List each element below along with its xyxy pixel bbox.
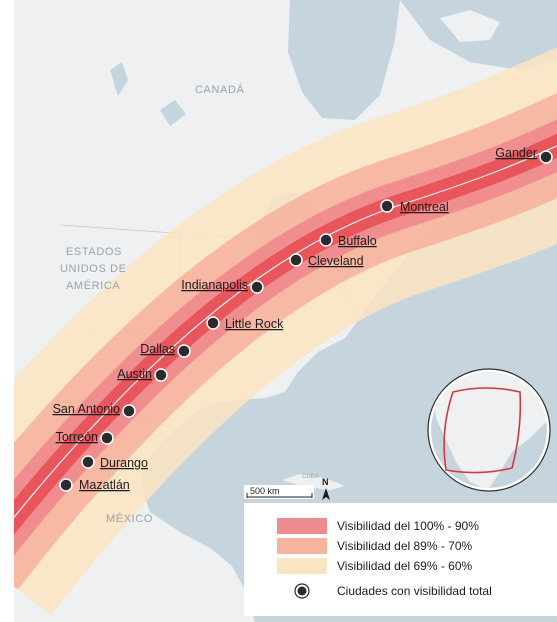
globe-land: [431, 372, 547, 488]
city-label-durango: Durango: [100, 456, 148, 470]
city-indianapolis: Indianapolis: [181, 278, 264, 294]
compass-label: N: [322, 477, 329, 487]
label-mexico: MÉXICO: [106, 512, 153, 525]
legend-swatch-100-90: [277, 518, 327, 534]
center-line: [14, 145, 557, 519]
city-marker: [81, 455, 95, 469]
legend-city-dot-inner: [297, 586, 307, 596]
city-austin: Austin: [117, 367, 168, 382]
city-label-buffalo: Buffalo: [338, 234, 377, 248]
city-marker: [177, 344, 191, 358]
city-marker: [289, 253, 303, 267]
city-marker: [122, 404, 136, 418]
legend-label-89-70: Visibilidad del 89% - 70%: [337, 539, 473, 553]
city-montreal: Montreal: [380, 199, 449, 214]
city-marker: [100, 431, 114, 445]
city-gander: Gander: [495, 146, 553, 164]
city-marker: [250, 280, 264, 294]
city-label-gander: Gander: [495, 146, 537, 160]
city-label-san-antonio: San Antonio: [53, 402, 120, 416]
globe-highlight-area: [443, 387, 522, 474]
northern-islands: [440, 10, 500, 42]
city-label-montreal: Montreal: [400, 200, 449, 214]
city-label-cleveland: Cleveland: [308, 254, 364, 268]
cuba-island: [282, 474, 345, 490]
city-label-dallas: Dallas: [140, 342, 175, 356]
city-torreon: Torreón: [56, 430, 114, 445]
scale-label: 500 km: [250, 486, 280, 496]
city-marker: [206, 316, 220, 330]
legend: Visibilidad del 100% - 90% Visibilidad d…: [244, 503, 557, 616]
city-marker: [59, 478, 73, 492]
legend-label-cities: Ciudades con visibilidad total: [337, 584, 492, 598]
city-san-antonio: San Antonio: [53, 402, 136, 418]
city-label-indianapolis: Indianapolis: [181, 278, 248, 292]
city-label-little-rock: Little Rock: [225, 317, 284, 331]
label-usa-line2: UNIDOS DE: [60, 263, 127, 275]
legend-swatch-89-70: [277, 538, 327, 554]
scale-bar: 500 km: [244, 485, 314, 499]
label-usa-line1: ESTADOS: [66, 246, 122, 258]
city-dallas: Dallas: [140, 342, 191, 358]
city-marker: [380, 199, 394, 213]
locator-globe: [427, 368, 551, 492]
city-durango: Durango: [81, 455, 148, 470]
city-marker: [539, 150, 553, 164]
eclipse-path: [14, 47, 557, 616]
label-usa-line3: AMÉRICA: [66, 279, 120, 292]
city-label-austin: Austin: [117, 367, 152, 381]
city-cleveland: Cleveland: [289, 253, 364, 268]
compass-arrow-icon: [322, 488, 330, 500]
legend-label-100-90: Visibilidad del 100% - 90%: [337, 519, 479, 533]
hudson-bay: [288, 0, 400, 120]
label-canada: CANADÁ: [195, 83, 245, 96]
legend-swatch-69-60: [277, 558, 327, 574]
city-marker: [319, 233, 333, 247]
city-label-mazatlan: Mazatlán: [79, 478, 130, 492]
city-label-torreon: Torreón: [56, 430, 98, 444]
lakes-west: [110, 62, 186, 126]
label-cuba: CUBA: [302, 474, 319, 480]
gulf-of-mexico: [150, 404, 295, 508]
compass: N: [322, 477, 330, 500]
city-marker: [154, 368, 168, 382]
city-mazatlan: Mazatlán: [59, 478, 130, 492]
city-buffalo: Buffalo: [319, 233, 377, 248]
city-little-rock: Little Rock: [206, 316, 284, 331]
legend-label-69-60: Visibilidad del 69% - 60%: [337, 559, 473, 573]
